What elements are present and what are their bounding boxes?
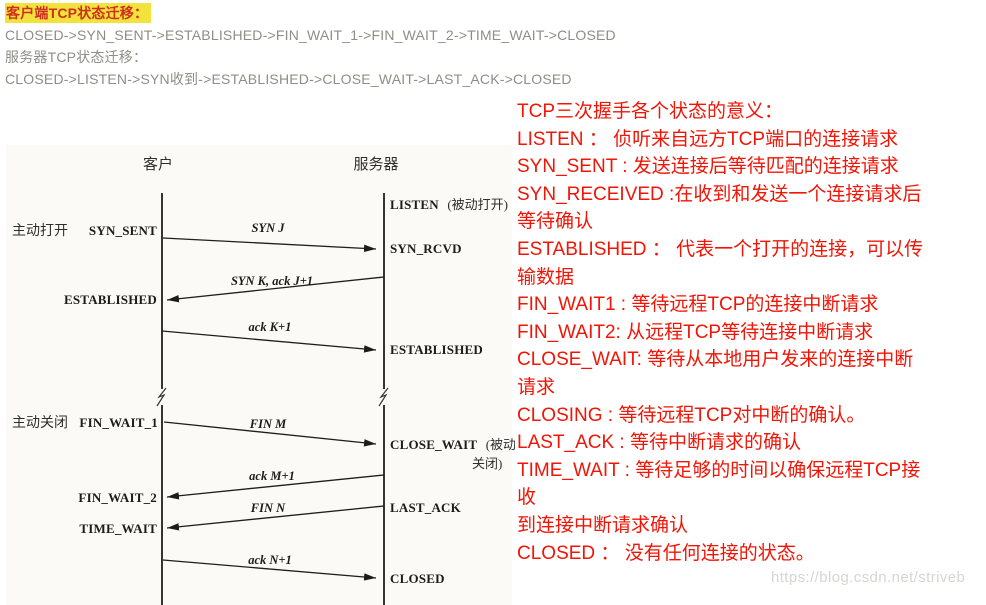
syn-k-ack-arrow [166,276,385,303]
last-ack-state-label: LAST_ACK [390,500,462,515]
csdn-watermark: https://blog.csdn.net/striveb [771,569,966,586]
ack-m-arrow [166,474,385,500]
syn-j-arrow [162,237,377,253]
fin-m-message-label: FIN M [249,417,287,431]
syn-j-message-label: SYN J [252,221,286,235]
ack-n-message-label: ack N+1 [248,553,292,567]
note-line: 请求 [517,376,556,398]
note-line: 等待确认 [517,211,594,233]
client-heading-row: 客户端TCP状态迁移： [5,2,616,24]
server-flow-text: CLOSED->LISTEN->SYN收到->ESTABLISHED->CLOS… [5,71,572,87]
client-line-break-icon [156,387,167,407]
server-heading-text: 服务器TCP状态迁移： [5,49,148,65]
established-server-label: ESTABLISHED [390,342,483,357]
tcp-sequence-diagram: 客户 服务器 LISTEN (被动打开) 主动打开 SYN_SENT SYN J… [6,145,515,605]
close-wait-state-label: CLOSE_WAIT (被动 [390,436,515,453]
note-line: 到连接中断请求确认 [517,514,689,536]
fin-wait-2-state-label: FIN_WAIT_2 [78,490,157,505]
active-open-label: 主动打开 [12,222,68,239]
note-line: TIME_WAIT : 等待足够的时间以确保远程TCP接 [517,459,921,481]
note-line: LAST_ACK : 等待中断请求的确认 [517,432,801,454]
note-line: TCP三次握手各个状态的意义： [517,101,784,122]
note-line: FIN_WAIT2: 从远程TCP等待连接中断请求 [517,321,874,343]
ack-k-arrow [161,330,377,353]
note-line: CLOSING : 等待远程TCP对中断的确认。 [517,404,866,426]
client-column-title: 客户 [143,156,173,173]
note-line: CLOSED ： 没有任何连接的状态。 [517,542,815,564]
closed-state-label: CLOSED [390,571,445,586]
syn-rcvd-state-label: SYN_RCVD [390,241,462,256]
note-line: CLOSE_WAIT: 等待从本地用户发来的连接中断 [517,349,914,371]
active-close-label: 主动关闭 [12,415,68,431]
ack-m-message-label: ack M+1 [249,469,295,483]
state-transition-summary: 客户端TCP状态迁移： CLOSED->SYN_SENT->ESTABLISHE… [5,2,616,90]
fin-n-message-label: FIN N [250,501,286,515]
syn-k-ack-message-label: SYN K, ack J+1 [231,274,313,288]
note-line: ESTABLISHED ： 代表一个打开的连接，可以传 [517,238,924,260]
ack-n-arrow [162,559,377,581]
fin-wait-1-state-label: FIN_WAIT_1 [79,415,158,430]
listen-state-label: LISTEN (被动打开) [390,196,508,213]
server-line-break-icon [378,387,389,407]
note-line: LISTEN ： 侦听来自远方TCP端口的连接请求 [517,128,899,150]
fin-n-arrow [166,505,385,531]
tcp-states-notes: TCP三次握手各个状态的意义： LISTEN ： 侦听来自远方TCP端口的连接请… [517,98,986,567]
note-line: FIN_WAIT1 : 等待远程TCP的连接中断请求 [517,294,879,316]
note-line: 收 [517,487,537,509]
scan-background [6,145,512,605]
established-client-label: ESTABLISHED [64,292,157,307]
client-heading-highlight: 客户端TCP状态迁移： [5,3,152,23]
note-line: SYN_RECEIVED :在收到和发送一个连接请求后 [517,183,922,205]
client-flow-text: CLOSED->SYN_SENT->ESTABLISHED->FIN_WAIT_… [5,27,616,43]
close-wait-note-line2: 关闭) [472,456,502,471]
note-line: 输数据 [517,266,575,288]
fin-m-arrow [163,421,377,447]
note-line: SYN_SENT : 发送连接后等待匹配的连接请求 [517,156,899,178]
time-wait-state-label: TIME_WAIT [79,521,157,536]
syn-sent-state-label: SYN_SENT [89,223,157,238]
server-column-title: 服务器 [353,156,398,173]
ack-k-message-label: ack K+1 [249,320,292,334]
